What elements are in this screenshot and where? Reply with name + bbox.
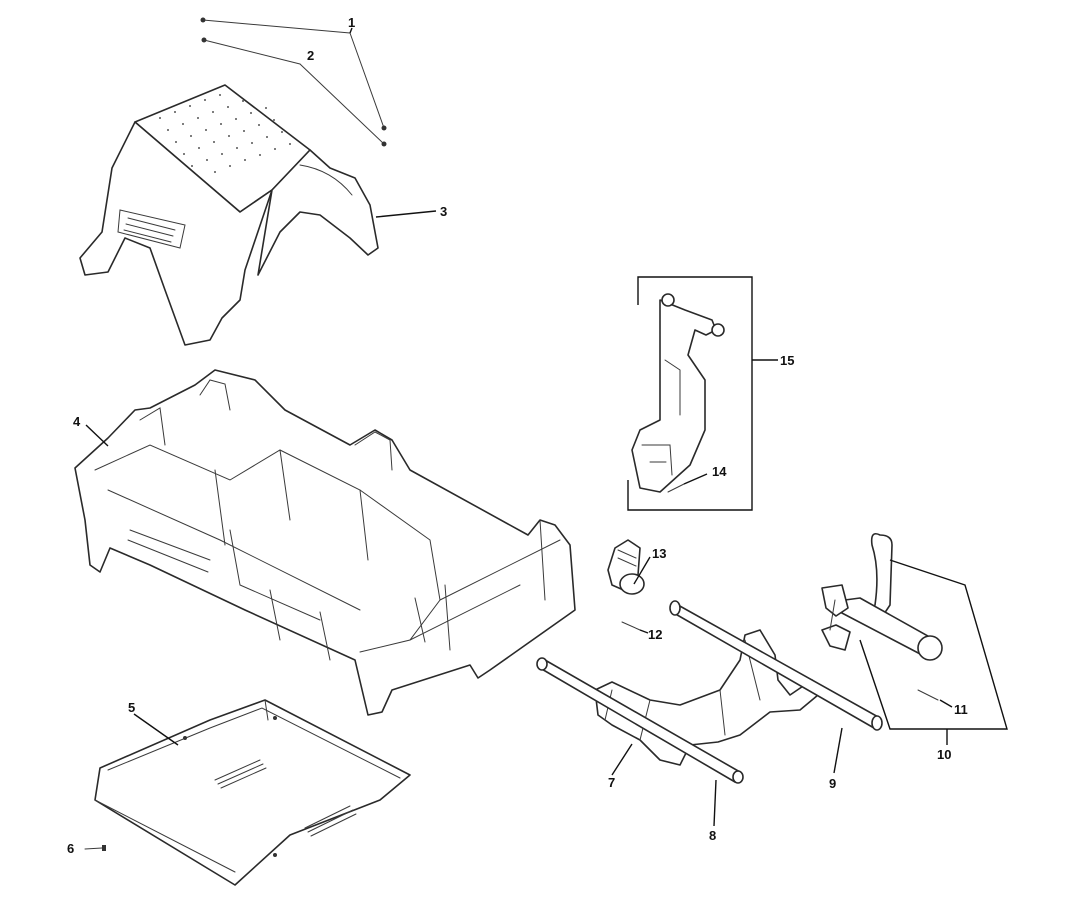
leader-lines [85, 27, 1008, 827]
part-12-screw[interactable] [621, 621, 641, 631]
tread-pattern [159, 94, 291, 173]
callout-4: 4 [73, 414, 81, 429]
plate-ribs-left [214, 759, 267, 789]
callout-13: 13 [652, 546, 666, 561]
part-1-rod[interactable] [200, 17, 387, 131]
callout-11: 11 [954, 702, 968, 717]
callout-2: 2 [307, 48, 314, 63]
cover-vent-slots [123, 217, 176, 243]
part-6-screw[interactable] [84, 845, 106, 851]
part-14-pin[interactable] [667, 483, 685, 493]
part-4-base-tray[interactable] [74, 369, 576, 716]
callout-3: 3 [440, 204, 447, 219]
part-11-pin[interactable] [917, 689, 939, 701]
part-7-carriage-frame[interactable] [594, 629, 819, 766]
part-10-feed-screw[interactable] [821, 532, 943, 661]
plate-ribs-right [304, 805, 357, 837]
part-15-cutter-assembly[interactable] [631, 293, 725, 493]
part-8-lower-rod[interactable] [536, 657, 744, 784]
callout-14: 14 [712, 464, 727, 479]
part-5-floor-plate[interactable] [94, 699, 411, 886]
part-9-upper-rod[interactable] [669, 600, 883, 731]
callout-12: 12 [648, 627, 662, 642]
callout-7: 7 [608, 775, 615, 790]
callout-1: 1 [348, 15, 355, 30]
callout-labels: 1 2 3 4 5 6 7 8 9 10 11 12 13 14 15 [67, 15, 968, 856]
part-3-top-cover[interactable] [79, 84, 379, 346]
part-2-rod[interactable] [201, 37, 387, 147]
callout-5: 5 [128, 700, 135, 715]
callout-6: 6 [67, 841, 74, 856]
callout-8: 8 [709, 828, 716, 843]
callout-15: 15 [780, 353, 794, 368]
callout-9: 9 [829, 776, 836, 791]
part-13-clamp[interactable] [607, 539, 645, 595]
callout-10: 10 [937, 747, 951, 762]
